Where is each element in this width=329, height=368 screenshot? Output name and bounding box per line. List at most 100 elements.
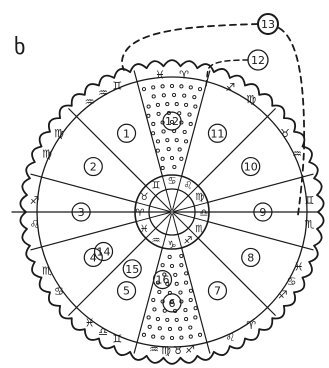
sign-glyph: ♓	[85, 317, 95, 330]
inner-number: 14	[97, 246, 111, 259]
outer-spoke	[198, 238, 275, 315]
sign-glyph: ♏	[42, 264, 52, 277]
sector-dot	[194, 307, 197, 310]
outer-spoke	[31, 174, 136, 202]
sector-dot	[156, 317, 159, 320]
sector-dot	[193, 96, 196, 99]
sign-glyph: ♐	[30, 194, 40, 207]
sector-dot	[189, 289, 192, 292]
sign-glyph: ♒	[149, 343, 159, 356]
sector-dot	[156, 140, 159, 143]
house-number: 9	[259, 206, 266, 219]
sign-glyph: ♊	[112, 79, 122, 92]
outer-spoke	[198, 109, 275, 186]
sector-dot	[166, 103, 169, 106]
sector-dot	[168, 327, 171, 330]
sign-glyph: ♎	[98, 326, 108, 339]
sector-dot	[194, 105, 197, 108]
sector-dot	[168, 255, 171, 258]
sign-glyph: ♈	[246, 319, 256, 332]
sector-dot	[166, 318, 169, 321]
sector-dot	[170, 264, 173, 267]
sector-dot	[161, 336, 164, 339]
sector-dot	[142, 333, 145, 336]
sector-dot	[189, 335, 192, 338]
dashed-connector	[279, 28, 304, 215]
sector-dot	[184, 103, 187, 106]
sector-dot	[180, 157, 183, 160]
sector-dot	[175, 139, 178, 142]
sector-dot	[183, 130, 186, 133]
dashed-connector	[122, 24, 258, 70]
outer-spoke	[134, 71, 162, 176]
sector-dot	[152, 86, 155, 89]
sector-dot	[175, 103, 178, 106]
sector-dot	[158, 290, 161, 293]
sign-glyph: ♊	[112, 333, 122, 346]
house-number: 7	[214, 285, 221, 298]
sector-dot	[161, 264, 164, 267]
sector-dot	[161, 157, 164, 160]
sign-glyph: ♍	[42, 148, 52, 161]
sign-glyph: ♐	[225, 81, 235, 94]
inner-sign-glyph: ♐	[184, 236, 193, 247]
sector-dot	[188, 113, 191, 116]
sector-dot	[189, 86, 192, 89]
sector-dot	[180, 336, 183, 339]
sector-dot	[151, 132, 154, 135]
house-number: 2	[90, 161, 97, 174]
sector-dot	[166, 139, 169, 142]
sector-dot	[198, 333, 201, 336]
sector-dot	[180, 254, 183, 257]
sector-dot	[161, 166, 164, 169]
inner-sign-glyph: ♊	[152, 180, 161, 191]
sign-glyph: ♌	[225, 331, 235, 344]
extra-number: 12	[251, 54, 265, 67]
inner-sign-glyph: ♏	[195, 224, 204, 235]
dashed-connectors	[122, 24, 304, 215]
sign-glyph: ♒	[98, 86, 108, 99]
inner-sign-glyph: ♈	[136, 208, 145, 219]
sector-dot	[179, 291, 182, 294]
sign-glyph: ♊	[305, 194, 315, 207]
inner-sign-glyph: ♋	[168, 176, 177, 187]
sign-glyph: ♍	[161, 344, 171, 357]
sector-dot	[180, 264, 183, 267]
sector-dot	[167, 147, 170, 150]
inner-sign-glyph: ♉	[140, 192, 149, 203]
sector-dot	[152, 95, 155, 98]
extra-number: 13	[261, 18, 275, 31]
sector-dot	[162, 94, 165, 97]
sign-glyph: ♉	[280, 127, 290, 140]
sign-glyph: ♓	[155, 69, 165, 82]
house-number: 1	[123, 127, 130, 140]
sign-glyph: ♌	[30, 218, 40, 231]
sector-dot	[189, 122, 192, 125]
sector-dot	[189, 326, 192, 329]
sign-glyph: ♐	[278, 288, 288, 301]
house-number: 3	[78, 206, 85, 219]
house-number: 12	[165, 115, 179, 128]
sector-dot	[147, 114, 150, 117]
sector-dot	[189, 298, 192, 301]
outer-spoke	[208, 222, 313, 250]
inner-sign-glyph: ♍	[195, 192, 204, 203]
house-number: 10	[244, 161, 258, 174]
sector-dot	[170, 336, 173, 339]
house-number: 5	[123, 285, 130, 298]
sector-dot	[184, 317, 187, 320]
outer-spoke	[182, 71, 210, 176]
sign-glyph: ♍	[54, 127, 64, 140]
corner-mark: ხ	[14, 35, 26, 60]
house-number: 8	[247, 251, 254, 264]
inner-sign-glyph: ♎	[200, 208, 209, 219]
sector-dot	[157, 112, 160, 115]
outer-spoke	[31, 222, 136, 250]
inner-sign-glyph: ♌	[184, 180, 193, 191]
sector-dot	[183, 94, 186, 97]
sector-dot	[158, 327, 161, 330]
house-number: 11	[210, 127, 224, 140]
sector-dot	[153, 308, 156, 311]
sign-glyph: ♏	[305, 218, 315, 231]
